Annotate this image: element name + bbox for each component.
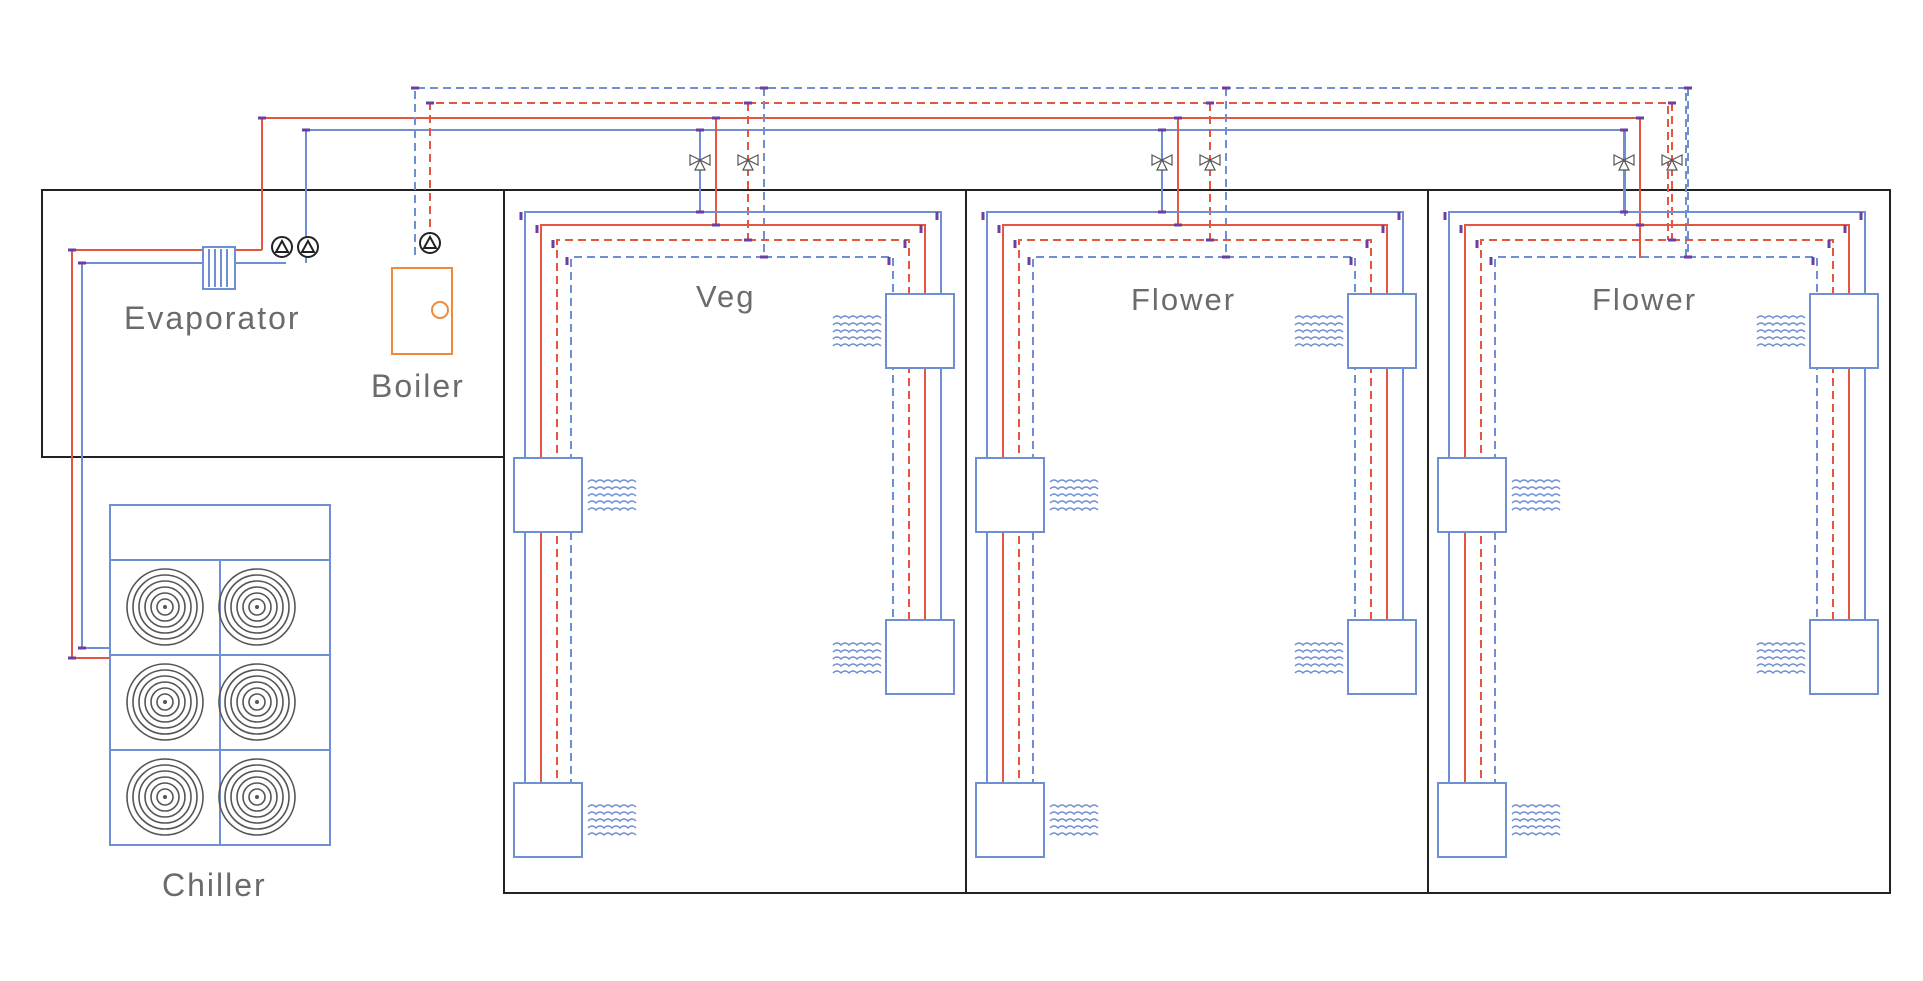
header-cold-return (414, 87, 1687, 258)
fan-coil-icon (1437, 457, 1507, 533)
airflow-icon (1294, 642, 1344, 675)
chiller-fan-icon (126, 568, 204, 646)
chiller-fan-icon (218, 663, 296, 741)
chiller-fan-icon (218, 758, 296, 836)
header-hot-supply (261, 117, 1641, 258)
fan-coil-icon (513, 457, 583, 533)
fan-coil-units (513, 293, 1879, 858)
airflow-icon (587, 804, 637, 837)
grow-room-boxes (503, 189, 1891, 894)
airflow-icon (1756, 642, 1806, 675)
evaporator-label: Evaporator (124, 300, 301, 336)
airflow-icon (1049, 479, 1099, 512)
boiler-unit (391, 267, 453, 355)
chiller-label: Chiller (162, 867, 267, 903)
fan-coil-icon (1437, 782, 1507, 858)
fan-coil-icon (513, 782, 583, 858)
airflow-icon (1294, 315, 1344, 348)
room-box-flower-2 (1427, 189, 1891, 894)
chiller-unit (109, 504, 331, 846)
airflow-icon (1049, 804, 1099, 837)
chiller-loop-hot (71, 249, 262, 659)
fan-coil-icon (1809, 619, 1879, 695)
room-label-flower-1: Flower (1131, 282, 1236, 317)
airflow-icon (832, 315, 882, 348)
header-hot-return (429, 102, 1669, 240)
fan-coil-icon (975, 782, 1045, 858)
fan-coil-icon (885, 293, 955, 369)
room-label-veg: Veg (696, 279, 755, 314)
fan-coil-icon (975, 457, 1045, 533)
room-label-flower-2: Flower (1592, 282, 1697, 317)
fan-coil-icon (1347, 619, 1417, 695)
airflow-symbols (587, 315, 1806, 837)
chiller-fans (126, 568, 296, 836)
pipe-fittings (68, 86, 1863, 660)
fan-coil-icon (1809, 293, 1879, 369)
chiller-fan-icon (126, 663, 204, 741)
chiller-fan-icon (126, 758, 204, 836)
airflow-icon (1756, 315, 1806, 348)
airflow-icon (587, 479, 637, 512)
airflow-icon (832, 642, 882, 675)
heat-exchanger-icon (202, 246, 236, 290)
main-headers (71, 87, 1687, 659)
airflow-icon (1511, 804, 1561, 837)
boiler-label: Boiler (371, 368, 465, 404)
fan-coil-icon (1347, 293, 1417, 369)
airflow-icon (1511, 479, 1561, 512)
pump-icon (271, 232, 441, 258)
chiller-fan-icon (218, 568, 296, 646)
fan-coil-icon (885, 619, 955, 695)
room-piping (524, 88, 1866, 783)
three-way-valve-icon (689, 154, 1683, 171)
chiller-loop-cold (81, 262, 286, 649)
